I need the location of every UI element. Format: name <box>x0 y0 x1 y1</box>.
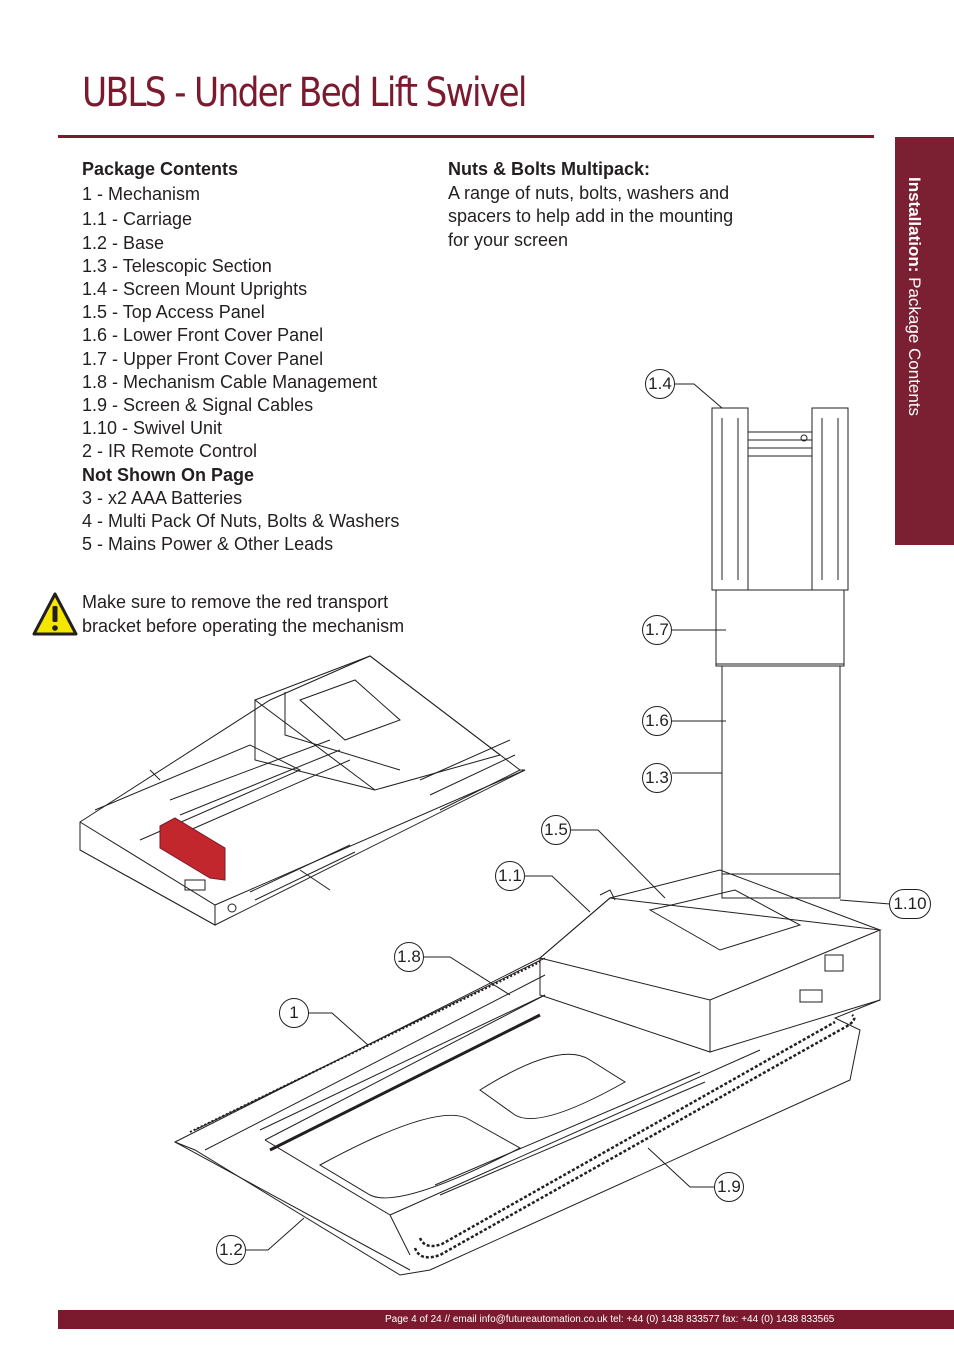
list-item: 1 - Mechanism <box>82 184 201 205</box>
callout-1: 1 <box>279 998 309 1028</box>
multipack-heading: Nuts & Bolts Multipack: <box>448 159 651 179</box>
callout-1-1: 1.1 <box>495 861 525 891</box>
list-item: 1.10 - Swivel Unit <box>82 418 223 439</box>
warning-triangle-icon <box>32 592 78 636</box>
title-divider <box>58 135 874 138</box>
red-transport-bracket <box>159 817 226 881</box>
telescopic-section-drawing <box>721 665 841 875</box>
rail-drawing <box>189 961 541 1152</box>
package-contents-heading: Package Contents <box>82 159 239 179</box>
footer-text: Page 4 of 24 // email info@futureautomat… <box>385 1314 835 1325</box>
callout-1-7: 1.7 <box>642 615 672 645</box>
callout-1-9: 1.9 <box>714 1172 744 1202</box>
screen-mount-uprights-drawing <box>711 407 849 591</box>
list-item: 1.1 - Carriage <box>82 209 193 230</box>
upper-front-cover-panel-drawing <box>715 589 845 667</box>
page-title: UBLS - Under Bed Lift Swivel <box>82 70 527 116</box>
cable-chain-drawing <box>413 1013 856 1259</box>
page-footer: Page 4 of 24 // email info@futureautomat… <box>58 1310 954 1329</box>
callout-1-3: 1.3 <box>642 763 672 793</box>
callout-1-6: 1.6 <box>642 706 672 736</box>
list-item: 1.3 - Telescopic Section <box>82 255 272 276</box>
list-item: 3 - x2 AAA Batteries <box>82 487 243 508</box>
callout-1-8: 1.8 <box>394 942 424 972</box>
not-shown-heading: Not Shown On Page <box>82 464 255 485</box>
callout-1-5: 1.5 <box>541 815 571 845</box>
callout-1-10: 1.10 <box>889 889 931 919</box>
section-tab: Installation: Package Contents <box>895 137 954 545</box>
list-item: 1.2 - Base <box>82 232 165 253</box>
callout-1-2: 1.2 <box>216 1235 246 1265</box>
list-item: 1.4 - Screen Mount Uprights <box>82 279 308 300</box>
list-item: 1.9 - Screen & Signal Cables <box>82 395 314 416</box>
multipack-info: Nuts & Bolts Multipack: A range of nuts,… <box>448 158 738 252</box>
list-item: 1.5 - Top Access Panel <box>82 302 265 323</box>
warning-text: Make sure to remove the red transport br… <box>82 592 405 636</box>
list-item: 1.6 - Lower Front Cover Panel <box>82 325 324 346</box>
list-item: 2 - IR Remote Control <box>82 441 258 462</box>
list-item: 4 - Multi Pack Of Nuts, Bolts & Washers <box>82 511 400 532</box>
list-item: 1.7 - Upper Front Cover Panel <box>82 348 324 369</box>
multipack-text: A range of nuts, bolts, washers and spac… <box>448 182 734 250</box>
folded-mechanism-drawing <box>79 655 526 926</box>
main-mechanism-drawing <box>173 869 882 1276</box>
list-item: 1.8 - Mechanism Cable Management <box>82 371 378 392</box>
list-item: 5 - Mains Power & Other Leads <box>82 534 334 555</box>
package-contents-list: Package Contents 1 - Mechanism 1.1 - Car… <box>82 158 442 556</box>
callout-1-4: 1.4 <box>645 369 675 399</box>
leader-lines <box>246 383 891 1251</box>
